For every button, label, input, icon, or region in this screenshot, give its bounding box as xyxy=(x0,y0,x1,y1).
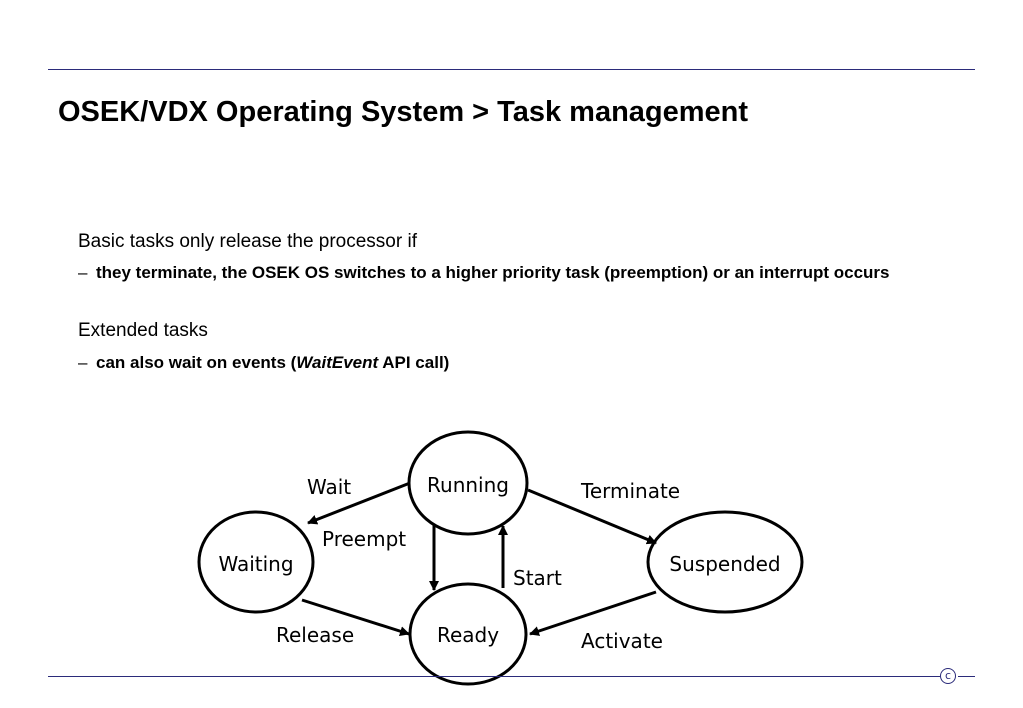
extended-tasks-intro: Extended tasks xyxy=(78,320,208,341)
state-ready xyxy=(408,582,528,686)
page-title: OSEK/VDX Operating System > Task managem… xyxy=(58,96,749,128)
transition-wait-label: Wait xyxy=(307,475,351,499)
state-suspended xyxy=(646,510,804,614)
state-waiting xyxy=(197,510,315,614)
extended-bullet-text-pre: can also wait on events ( xyxy=(96,353,297,372)
arrow-activate xyxy=(529,590,657,636)
extended-tasks-bullet: – can also wait on events (WaitEvent API… xyxy=(78,350,938,376)
bottom-divider-right xyxy=(958,676,975,677)
state-waiting-label: Waiting xyxy=(218,552,293,576)
bullet-dash: – xyxy=(78,263,88,282)
basic-tasks-intro: Basic tasks only release the processor i… xyxy=(78,231,417,252)
bottom-divider xyxy=(48,676,940,677)
arrow-wait xyxy=(307,481,411,525)
transition-preempt-label: Preempt xyxy=(322,527,406,551)
arrow-terminate xyxy=(527,488,657,545)
arrow-release xyxy=(301,598,410,637)
top-divider xyxy=(48,69,975,70)
transition-activate-label: Activate xyxy=(581,629,663,653)
transition-release-label: Release xyxy=(276,623,354,647)
state-ready-label: Ready xyxy=(437,623,499,647)
basic-tasks-bullet: – they terminate, the OSEK OS switches t… xyxy=(78,260,938,286)
basic-tasks-bullet-text: they terminate, the OSEK OS switches to … xyxy=(96,263,890,282)
bullet-dash: – xyxy=(78,353,88,372)
state-suspended-label: Suspended xyxy=(669,552,780,576)
copyright-icon: c xyxy=(940,668,956,684)
waitevent-api-name: WaitEvent xyxy=(296,353,379,372)
extended-bullet-text-post: API call) xyxy=(378,353,450,372)
state-running-label: Running xyxy=(427,473,509,497)
transition-start-label: Start xyxy=(513,566,562,590)
transition-terminate-label: Terminate xyxy=(580,479,680,503)
